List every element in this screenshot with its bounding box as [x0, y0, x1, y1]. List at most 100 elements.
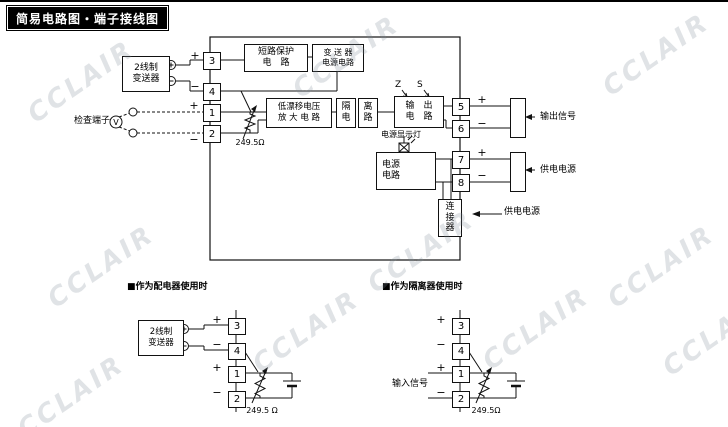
- voltmeter-letter: V: [113, 118, 119, 127]
- battery-symbol-sub-left: [283, 380, 301, 388]
- box-label: 电源电路: [322, 58, 354, 67]
- box-label: 低漂移电压: [277, 102, 321, 113]
- two-wire-transmitter-box: 2线制 变送器: [122, 56, 170, 92]
- box-label: 连: [445, 202, 455, 213]
- resistor-arrow-sub-left: [251, 370, 267, 404]
- box-label: 路: [363, 113, 373, 123]
- box-label: 器: [445, 223, 455, 234]
- output-circuit-box: 输 出 电 路: [394, 96, 444, 128]
- sub-right-title: ■作为隔离器使用时: [382, 282, 463, 292]
- box-label: 电路: [381, 171, 400, 181]
- span-adjust-label: S: [417, 80, 423, 90]
- check-terminal-label: 检查端子: [73, 116, 110, 126]
- jumper-line-sub-right: [468, 351, 483, 373]
- supply-source-box: [510, 152, 526, 192]
- terminal-1: 1: [228, 366, 246, 383]
- minus-sign: −: [212, 338, 222, 351]
- isolation-box-right: 离 路: [358, 98, 378, 128]
- minus-sign: −: [436, 386, 446, 399]
- shunt-resistor-label: 249.5Ω: [235, 138, 265, 147]
- plus-sign: +: [212, 361, 222, 374]
- terminal-5: 5: [452, 98, 470, 116]
- box-label: 隔: [341, 101, 351, 112]
- box-label: 电: [341, 113, 351, 123]
- terminal-4: 4: [452, 343, 470, 360]
- terminal-2: 2: [452, 391, 470, 408]
- box-label: 电 路: [405, 112, 433, 122]
- voltmeter-symbol: [109, 115, 123, 129]
- output-signal-label: 输出信号: [540, 112, 577, 122]
- led-symbol: [398, 135, 416, 153]
- amplifier-box: 低漂移电压 放 大 电 路: [266, 98, 332, 128]
- jumper-line-sub-left: [244, 351, 259, 373]
- connector-supply-label: 供电电源: [504, 207, 541, 217]
- plus-sign: +: [477, 93, 487, 106]
- power-circuit-label: 电源 电路: [377, 160, 405, 183]
- resistor-arrow: [242, 107, 256, 140]
- resistor-symbol-sub-left: [253, 373, 267, 398]
- box-label: 放 大 电 路: [277, 113, 321, 123]
- check-jack-circles: [128, 107, 138, 138]
- supply-power-label: 供电电源: [540, 165, 577, 175]
- plus-sign: +: [477, 146, 487, 159]
- output-load-box: [510, 98, 526, 138]
- power-circuit-box: 电源 电路: [376, 152, 436, 190]
- box-label: 电 路: [262, 58, 290, 68]
- minus-sign: −: [436, 338, 446, 351]
- power-lamp-label: 电源显示灯: [381, 130, 421, 139]
- box-label: 2线制: [149, 327, 173, 338]
- terminal-3: 3: [452, 318, 470, 335]
- isolation-box-left: 隔 电: [336, 98, 356, 128]
- plus-sign: +: [189, 99, 199, 112]
- terminal-1: 1: [203, 104, 221, 122]
- minus-sign: −: [477, 117, 487, 130]
- box-label: 离: [363, 101, 373, 112]
- wire-layer: [176, 56, 517, 412]
- minus-sign: −: [212, 386, 222, 399]
- supply-power-arrow: [525, 167, 535, 173]
- box-label: 输 出: [405, 100, 433, 111]
- box-label: 变 送 器: [323, 48, 353, 57]
- box-label: 变送器: [148, 338, 174, 348]
- two-wire-transmitter-box-sub: 2线制 变送器: [138, 320, 184, 356]
- short-circuit-protection-box: 短路保护 电 路: [244, 44, 308, 72]
- input-signal-label: 输入信号: [392, 379, 429, 389]
- output-signal-arrow: [525, 114, 535, 120]
- minus-sign: −: [477, 169, 487, 182]
- sub-left-title: ■作为配电器使用时: [127, 282, 208, 292]
- box-label: 接: [445, 212, 455, 223]
- resistor-arrow-sub-right: [475, 370, 491, 404]
- box-label: 变送器: [132, 74, 160, 84]
- shunt-resistor-label: 249.5Ω: [471, 406, 501, 415]
- plus-sign: +: [436, 313, 446, 326]
- terminal-1: 1: [452, 366, 470, 383]
- connector-box: 连 接 器: [438, 199, 462, 237]
- terminal-3: 3: [203, 52, 221, 70]
- terminal-6: 6: [452, 120, 470, 138]
- terminal-3: 3: [228, 318, 246, 335]
- transmitter-power-box: 变 送 器 电源电路: [312, 44, 364, 72]
- resistor-symbol-sub-right: [477, 373, 491, 398]
- check-terminal-dashed-wires: [118, 111, 203, 134]
- device-outline: [209, 36, 461, 261]
- zero-adjust-label: Z: [395, 80, 402, 90]
- terminal-2: 2: [228, 391, 246, 408]
- terminal-4: 4: [228, 343, 246, 360]
- jumper-line: [240, 90, 252, 113]
- terminal-4: 4: [203, 83, 221, 101]
- shunt-resistor-label: 249.5 Ω: [246, 406, 278, 415]
- plus-sign: +: [190, 49, 200, 62]
- terminal-7: 7: [452, 151, 470, 169]
- page-title: 简易电路图・端子接线图: [8, 7, 168, 29]
- box-label: 短路保护: [257, 46, 294, 57]
- plus-sign: +: [212, 313, 222, 326]
- battery-symbol-sub-right: [507, 380, 525, 388]
- box-label: 电源: [381, 159, 400, 170]
- terminal-2: 2: [203, 125, 221, 143]
- plus-sign: +: [436, 361, 446, 374]
- connector-supply-arrow: [472, 211, 502, 217]
- minus-sign: −: [190, 80, 200, 93]
- minus-sign: −: [189, 133, 199, 146]
